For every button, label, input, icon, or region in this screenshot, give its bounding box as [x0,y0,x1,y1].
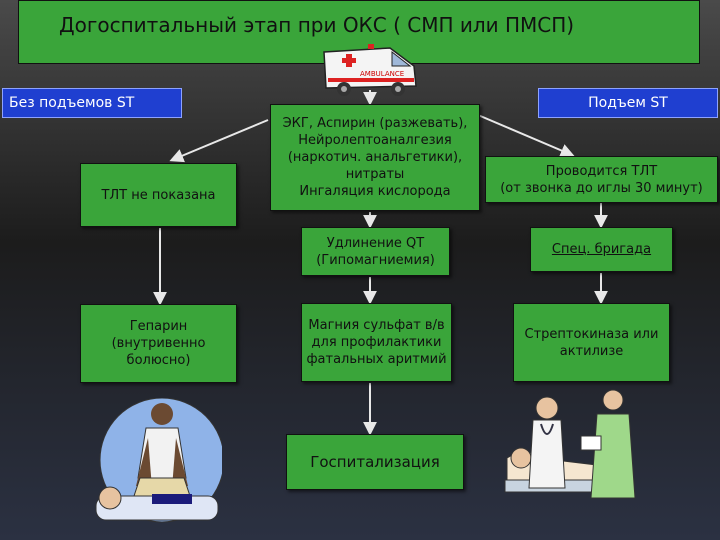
ambulance-label: AMBULANCE [360,70,404,78]
heparin-box: Гепарин (внутривенно болюсно) [80,304,237,383]
special-team-box: Спец. бригада [530,227,673,272]
cpr-illustration [95,398,222,523]
hospitalization-box: Госпитализация [286,434,464,490]
streptokinase-box: Стрептокиназа или актилизе [513,303,670,382]
no-st-elevation-header: Без подъемов ST [2,88,182,118]
initial-care-box: ЭКГ, Аспирин (разжевать), Нейролептоанал… [270,104,480,211]
hospital-care-illustration [504,389,636,499]
st-elevation-header: Подъем ST [538,88,718,118]
qt-prolongation-box: Удлинение QT (Гипомагниемия) [301,227,450,276]
thrombolysis-box: Проводится ТЛТ (от звонка до иглы 30 мин… [485,156,718,203]
magnesium-box: Магния сульфат в/в для профилактики фата… [301,303,452,382]
ambulance-icon: AMBULANCE [323,44,417,96]
no-thrombolysis-box: ТЛТ не показана [80,163,237,227]
arrow-right-1 [477,114,575,158]
arrow-left-1 [169,119,269,163]
